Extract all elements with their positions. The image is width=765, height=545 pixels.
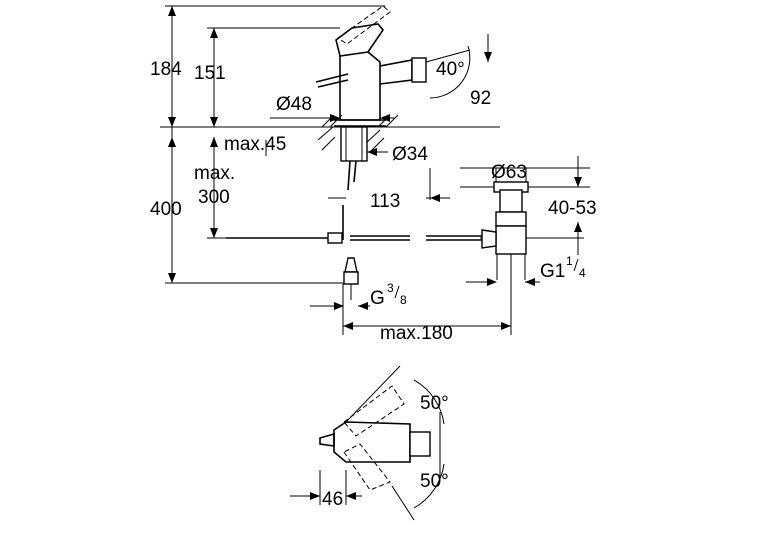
faucet-side-view [226, 5, 427, 335]
dim-max45: max.45 [224, 134, 286, 155]
thread-g1-1-4: G1 1 4 [540, 254, 586, 282]
angle-40: 40° [436, 59, 465, 80]
thread-g-3-8: G 3 8 [370, 281, 407, 309]
dim-dia63: Ø63 [491, 162, 527, 183]
faucet-top-view [290, 365, 441, 521]
dim-113: 113 [370, 191, 400, 212]
dim-max-label: max. [194, 163, 235, 184]
thread-g-den: 8 [400, 293, 407, 307]
dim-300: 300 [198, 187, 230, 208]
dim-dia48: Ø48 [276, 94, 312, 115]
angle-50-down: 50° [420, 471, 449, 492]
dim-151: 151 [194, 63, 226, 84]
dim-184: 184 [150, 59, 182, 80]
dim-46: 46 [322, 489, 343, 510]
thread-g1-main: G1 [540, 261, 565, 282]
dim-400: 400 [150, 199, 182, 220]
thread-g-num: 3 [387, 281, 394, 295]
horizontal-dimension-lines [265, 34, 540, 509]
waste-drain [426, 156, 590, 335]
thread-g1-num: 1 [566, 254, 573, 268]
dim-92: 92 [470, 88, 491, 109]
dim-40-53: 40-53 [548, 198, 597, 219]
dim-max180: max.180 [380, 323, 453, 344]
thread-g-main: G [370, 288, 385, 309]
angle-50-up: 50° [420, 393, 449, 414]
dim-dia34: Ø34 [392, 144, 428, 165]
thread-g1-den: 4 [579, 266, 586, 280]
